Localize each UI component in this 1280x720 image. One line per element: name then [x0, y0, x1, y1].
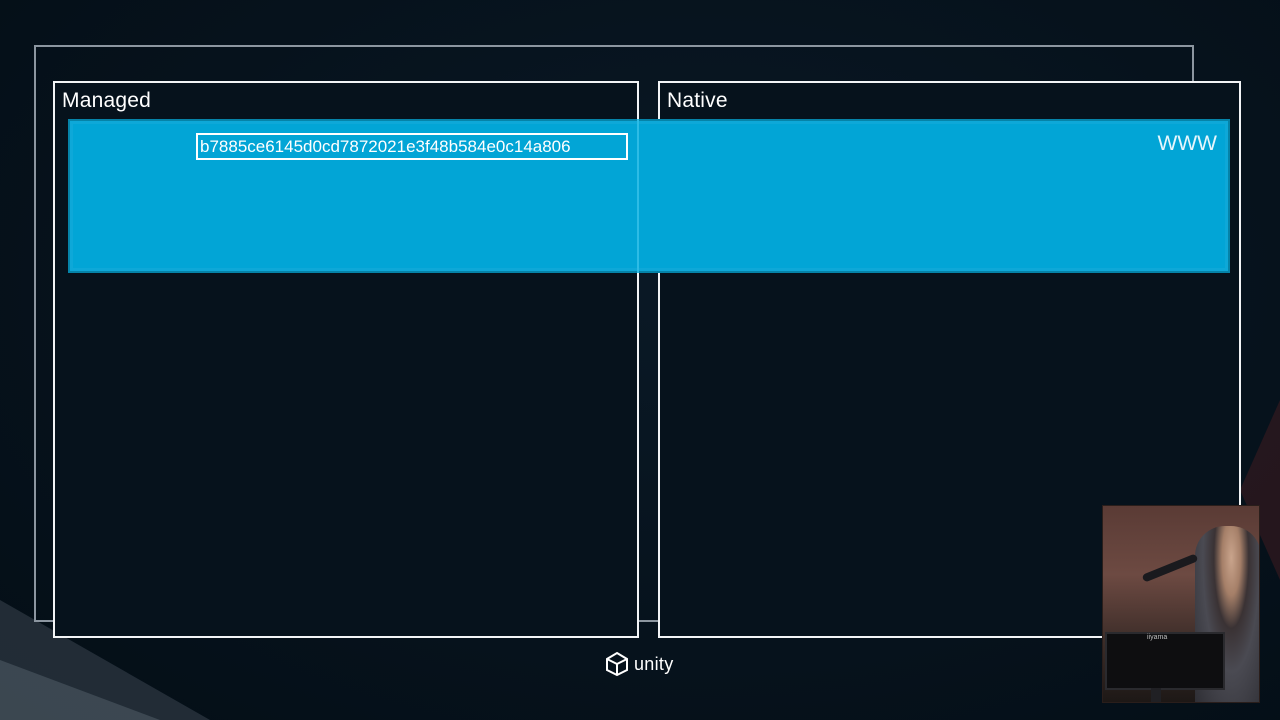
native-object-label: WWW: [1157, 132, 1217, 155]
monitor-brand-label: iiyama: [1147, 634, 1168, 641]
native-panel-title: Native: [667, 89, 728, 112]
microphone-icon: [1141, 553, 1199, 583]
object-hash-label: b7885ce6145d0cd7872021e3f48b584e0c14a806: [196, 133, 628, 160]
decorative-shape: [0, 660, 160, 720]
object-bar: [68, 119, 1230, 273]
managed-panel-title: Managed: [62, 89, 151, 112]
monitor-image: iiyama: [1105, 632, 1225, 690]
unity-cube-icon: [606, 651, 628, 677]
monitor-stand: [1151, 688, 1161, 702]
speaker-video-inset: iiyama: [1102, 505, 1260, 703]
unity-logo: unity: [604, 650, 674, 678]
unity-wordmark: unity: [634, 653, 674, 674]
panel-divider: [637, 119, 639, 273]
